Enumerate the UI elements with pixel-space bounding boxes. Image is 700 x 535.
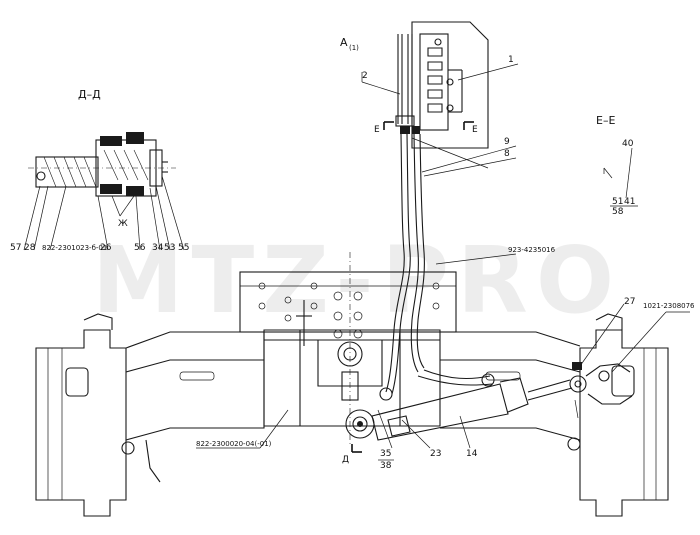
view-a-title: А bbox=[340, 36, 348, 49]
cut-d: Д bbox=[342, 455, 349, 465]
callout-35: 35 bbox=[380, 449, 391, 459]
callout-822-2301023: 822-2301023-б-01 bbox=[42, 244, 107, 252]
section-e-title: Е–Е bbox=[596, 114, 615, 127]
callout-2: 2 bbox=[362, 71, 368, 81]
section-d-title: Д–Д bbox=[78, 88, 101, 101]
callout-40: 40 bbox=[622, 139, 634, 149]
callout-41: 41 bbox=[624, 197, 635, 207]
callout-58: 58 bbox=[612, 207, 624, 217]
callout-28: 28 bbox=[24, 243, 36, 253]
callout-34: 34 bbox=[152, 243, 164, 253]
callout-8: 8 bbox=[504, 149, 510, 159]
callout-9: 9 bbox=[504, 137, 510, 147]
callout-26: 26 bbox=[100, 243, 112, 253]
callout-1: 1 bbox=[508, 55, 514, 65]
callout-51: 51 bbox=[612, 197, 623, 207]
watermark: MTZ-PRO bbox=[92, 227, 622, 334]
callout-57: 57 bbox=[10, 243, 21, 253]
callout-14: 14 bbox=[466, 449, 478, 459]
callout-56: 56 bbox=[134, 243, 146, 253]
callout-923-4235016: 923-4235016 bbox=[508, 246, 556, 254]
callout-23: 23 bbox=[430, 449, 441, 459]
cut-e-right: Е bbox=[472, 125, 478, 135]
callout-38: 38 bbox=[380, 461, 392, 471]
hydraulic-pipes bbox=[385, 34, 493, 395]
cut-e-left: Е bbox=[374, 125, 380, 135]
callout-zh: Ж bbox=[118, 219, 128, 229]
callout-1021-2308076: 1021-2308076 bbox=[643, 302, 695, 310]
callout-822-2300020: 822-2300020-04(-01) bbox=[196, 440, 272, 448]
callout-53: 53 bbox=[164, 243, 175, 253]
view-a-subtitle: (1) bbox=[349, 44, 359, 52]
view-a-bracket bbox=[411, 21, 489, 169]
callout-55: 55 bbox=[178, 243, 189, 253]
section-d-detail bbox=[23, 132, 185, 251]
steering-cylinder bbox=[345, 362, 633, 441]
callout-27: 27 bbox=[624, 297, 635, 307]
